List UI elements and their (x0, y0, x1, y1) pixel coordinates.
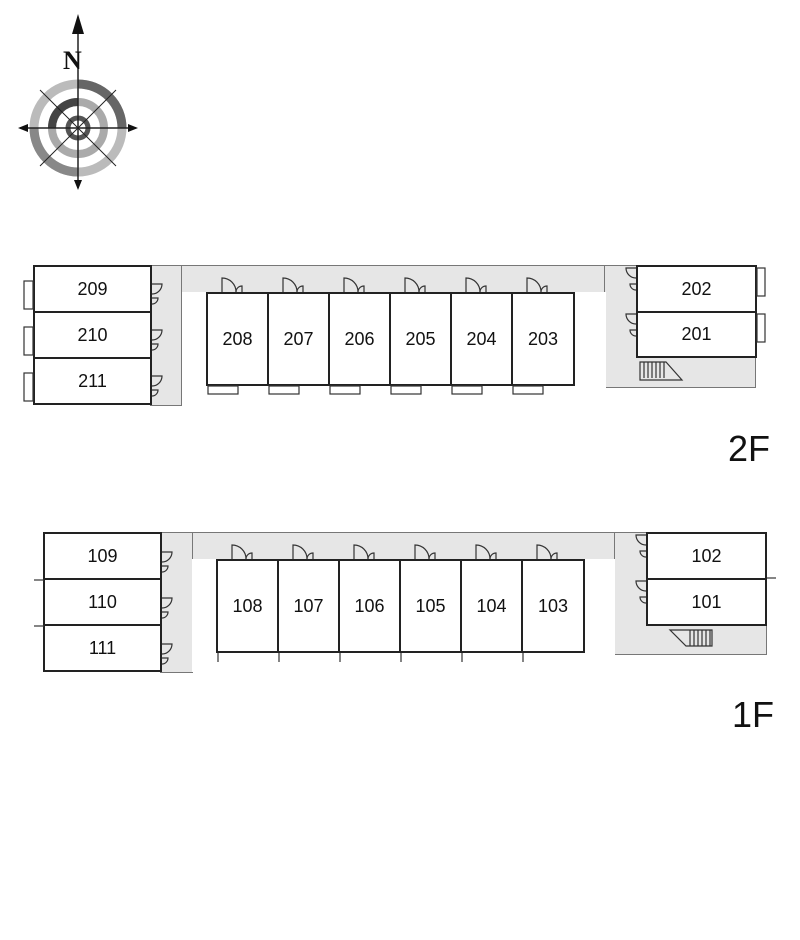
room-106: 106 (338, 559, 401, 653)
room-211: 211 (33, 357, 152, 405)
balcony-211 (23, 372, 34, 402)
balcony-208 (207, 385, 239, 395)
room-201: 201 (636, 311, 757, 358)
room-209: 209 (33, 265, 152, 313)
room-101: 101 (646, 578, 767, 626)
compass-graphic (18, 14, 138, 190)
wall-ticks (217, 653, 524, 662)
balcony-210 (23, 326, 34, 356)
stairs-icon (668, 629, 713, 647)
balcony-203 (512, 385, 544, 395)
stairs-icon (639, 361, 684, 381)
room-205: 205 (389, 292, 452, 386)
floor-label-2f: 2F (728, 428, 771, 469)
balcony-205 (390, 385, 422, 395)
compass-north-label: N (63, 46, 82, 75)
balcony-201 (756, 313, 766, 343)
balcony-206 (329, 385, 361, 395)
room-103: 103 (521, 559, 585, 653)
room-204: 204 (450, 292, 513, 386)
room-110: 110 (43, 578, 162, 626)
room-210: 210 (33, 311, 152, 359)
room-208: 208 (206, 292, 269, 386)
room-102: 102 (646, 532, 767, 580)
balcony-202 (756, 267, 766, 297)
room-206: 206 (328, 292, 391, 386)
room-107: 107 (277, 559, 340, 653)
room-109: 109 (43, 532, 162, 580)
balcony-209 (23, 280, 34, 310)
door-icon (161, 534, 647, 665)
room-111: 111 (43, 624, 162, 672)
room-203: 203 (511, 292, 575, 386)
floor-label-1f: 1F (732, 694, 775, 735)
door-icon (151, 267, 637, 397)
balcony-204 (451, 385, 483, 395)
balcony-207 (268, 385, 300, 395)
